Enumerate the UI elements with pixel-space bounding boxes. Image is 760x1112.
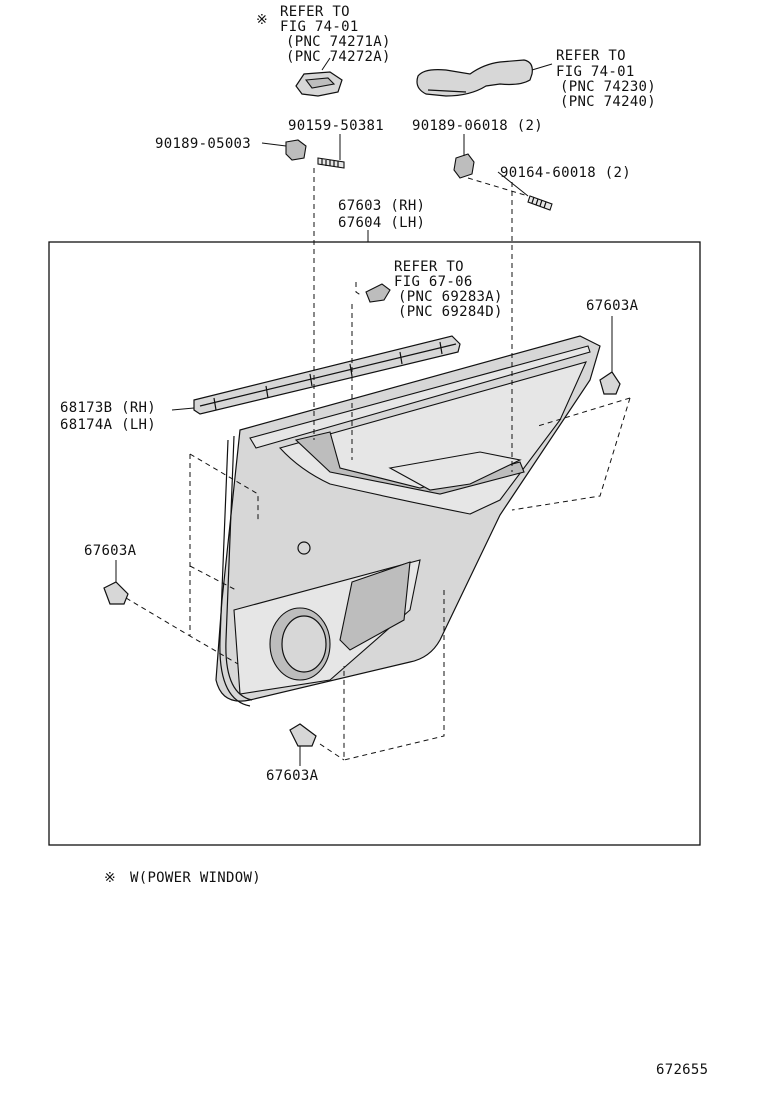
- refer-lamp-line1: REFER TO: [394, 259, 464, 275]
- footnote-text: W(POWER WINDOW): [130, 870, 261, 886]
- screw-90159-50381: [317, 134, 345, 169]
- weatherstrip-part: [171, 335, 461, 415]
- refer-handle-line3: (PNC 74230): [560, 79, 656, 95]
- label-67603-rh: 67603 (RH): [338, 198, 425, 214]
- door-trim-panel: [215, 335, 601, 707]
- refer-switch-line3: (PNC 74271A): [286, 34, 391, 50]
- window-switch-part: [295, 57, 343, 97]
- assembly-guide-lines: [125, 168, 631, 761]
- nut-90189-05003: [261, 139, 307, 161]
- label-clip-upper-right: 67603A: [586, 298, 639, 314]
- footnote-mark: ※: [104, 870, 116, 886]
- label-clip-left: 67603A: [84, 543, 137, 559]
- label-clip-bottom: 67603A: [266, 768, 319, 784]
- refer-switch-line1: REFER TO: [280, 4, 350, 20]
- assembly-frame: [48, 241, 701, 846]
- courtesy-lamp-part: [355, 282, 391, 303]
- clip-bottom: [289, 723, 317, 766]
- refer-switch-line2: FIG 74-01: [280, 19, 359, 35]
- refer-switch-mark: ※: [256, 12, 268, 28]
- pull-handle-part: [416, 59, 553, 97]
- refer-handle-line4: (PNC 74240): [560, 94, 656, 110]
- label-67604-lh: 67604 (LH): [338, 215, 425, 231]
- refer-lamp-line3: (PNC 69283A): [398, 289, 503, 305]
- refer-lamp-line2: FIG 67-06: [394, 274, 473, 290]
- label-90189-05003: 90189-05003: [155, 136, 251, 152]
- label-68173b-rh: 68173B (RH): [60, 400, 156, 416]
- screw-90164-60018: [497, 171, 553, 211]
- refer-lamp-line4: (PNC 69284D): [398, 304, 503, 320]
- figure-number: 672655: [656, 1062, 708, 1078]
- clip-left: [103, 560, 129, 605]
- clip-upper-right: [599, 316, 621, 395]
- refer-switch-line4: (PNC 74272A): [286, 49, 391, 65]
- label-90164-60018: 90164-60018 (2): [500, 165, 631, 181]
- nut-90189-06018: [453, 134, 475, 179]
- label-90189-06018: 90189-06018 (2): [412, 118, 543, 134]
- label-68174a-lh: 68174A (LH): [60, 417, 156, 433]
- refer-handle-line2: FIG 74-01: [556, 64, 635, 80]
- label-90159-50381: 90159-50381: [288, 118, 384, 134]
- refer-handle-line1: REFER TO: [556, 48, 626, 64]
